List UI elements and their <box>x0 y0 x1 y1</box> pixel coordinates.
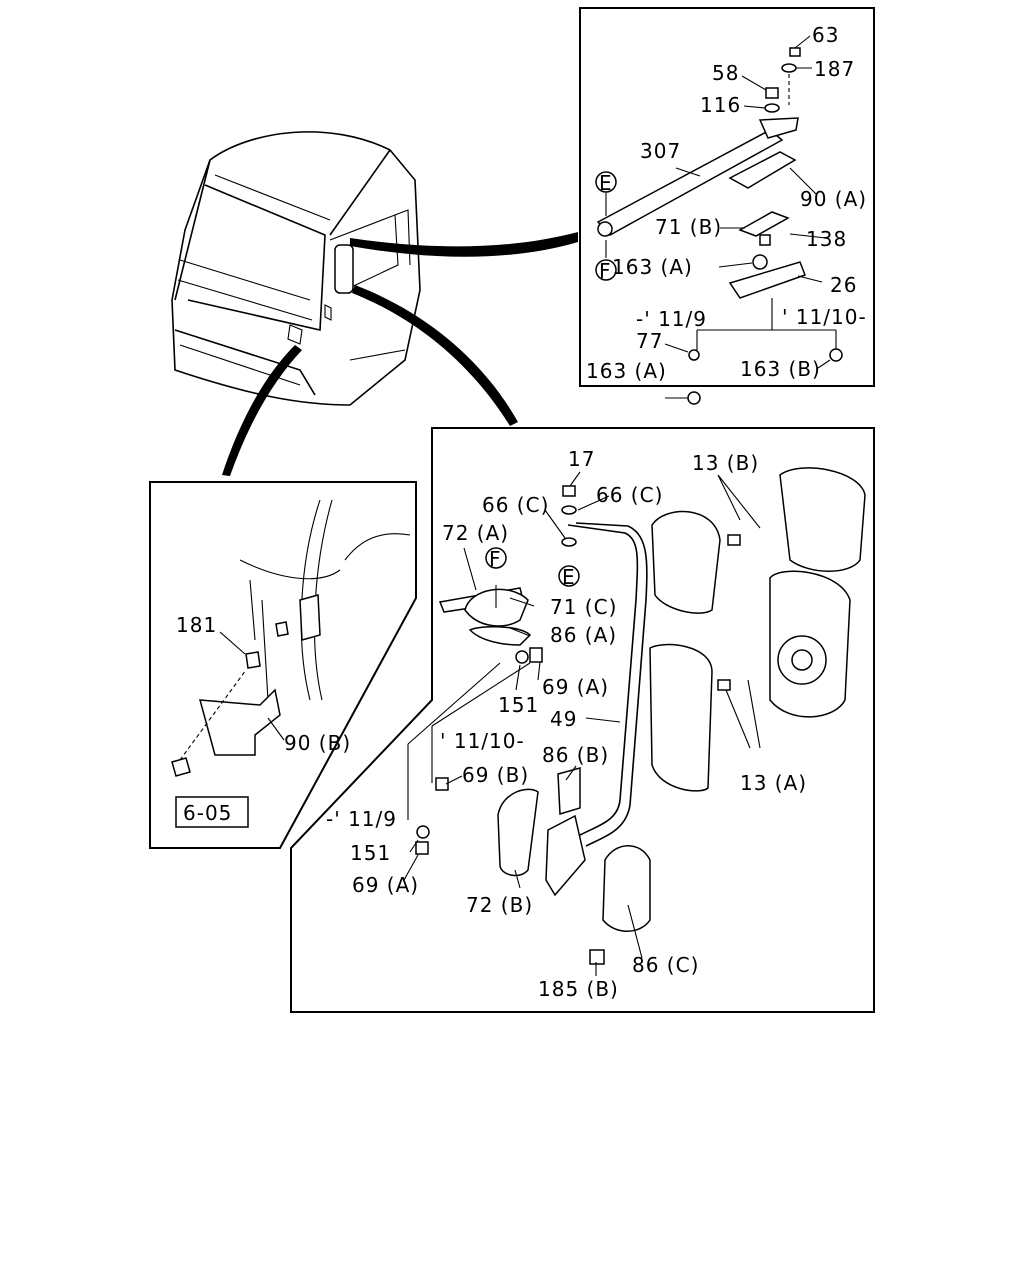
detail-box-bracket-labels: 181 90 (B) 6-05 <box>175 613 351 828</box>
callout-13a: 13 (A) <box>740 771 807 795</box>
callout-71b: 71 (B) <box>655 215 722 239</box>
detail-box-mirror-stay-labels: 63 187 58 116 307 E 90 (A) 71 (B) 138 F … <box>586 23 867 383</box>
detail-box-bracket <box>149 481 417 849</box>
callout-116: 116 <box>700 93 741 117</box>
callout-72a: 72 (A) <box>442 521 509 545</box>
leader-band-lower <box>222 345 302 476</box>
leader-band-upper <box>350 232 578 257</box>
leader-band-middle <box>352 285 518 426</box>
callout-66c-left: 66 (C) <box>482 493 549 517</box>
detail-box-mirror-labels: 17 66 (C) 66 (C) 13 (B) 72 (A) F E 71 (C… <box>326 447 807 1001</box>
callout-date-from-upper: ' 11/10- <box>782 305 867 329</box>
callout-90b: 90 (B) <box>284 731 351 755</box>
callout-17: 17 <box>568 447 595 471</box>
callout-69a-upper: 69 (A) <box>542 675 609 699</box>
callout-77: 77 <box>636 329 663 353</box>
callout-181: 181 <box>176 613 217 637</box>
bracket-assembly <box>171 499 411 777</box>
stay-assembly <box>596 35 843 405</box>
reference-box <box>175 796 249 828</box>
callout-86c: 86 (C) <box>632 953 699 977</box>
callout-185b: 185 (B) <box>538 977 619 1001</box>
callout-date-from-lower: ' 11/10- <box>440 729 525 753</box>
callout-187: 187 <box>814 57 855 81</box>
callout-date-to-upper: -' 11/9 <box>636 307 707 331</box>
callout-138: 138 <box>806 227 847 251</box>
mirror-assembly <box>403 467 866 976</box>
callout-26: 26 <box>830 273 857 297</box>
callout-151-lower: 151 <box>350 841 391 865</box>
callout-90a: 90 (A) <box>800 187 867 211</box>
callout-69b: 69 (B) <box>462 763 529 787</box>
reference-6-05: 6-05 <box>183 801 232 825</box>
callout-163b: 163 (B) <box>740 357 821 381</box>
callout-13b: 13 (B) <box>692 451 759 475</box>
callout-58: 58 <box>712 61 739 85</box>
callout-71c: 71 (C) <box>550 595 617 619</box>
callout-e-lower: E <box>562 565 576 589</box>
truck-cab-illustration <box>171 131 421 406</box>
callout-151-upper: 151 <box>498 693 539 717</box>
callout-63: 63 <box>812 23 839 47</box>
callout-72b: 72 (B) <box>466 893 533 917</box>
callout-86b: 86 (B) <box>542 743 609 767</box>
callout-f-upper: F <box>599 259 612 283</box>
callout-f-lower: F <box>489 547 502 571</box>
callout-69a-lower: 69 (A) <box>352 873 419 897</box>
callout-307: 307 <box>640 139 681 163</box>
callout-163a-lower: 163 (A) <box>586 359 667 383</box>
callout-e-upper: E <box>599 171 613 195</box>
callout-86a: 86 (A) <box>550 623 617 647</box>
callout-66c-right: 66 (C) <box>596 483 663 507</box>
callout-163a-upper: 163 (A) <box>612 255 693 279</box>
callout-49: 49 <box>550 707 577 731</box>
detail-box-mirror-stay <box>579 7 875 387</box>
callout-date-to-lower: -' 11/9 <box>326 807 397 831</box>
detail-box-mirror <box>290 427 875 1013</box>
